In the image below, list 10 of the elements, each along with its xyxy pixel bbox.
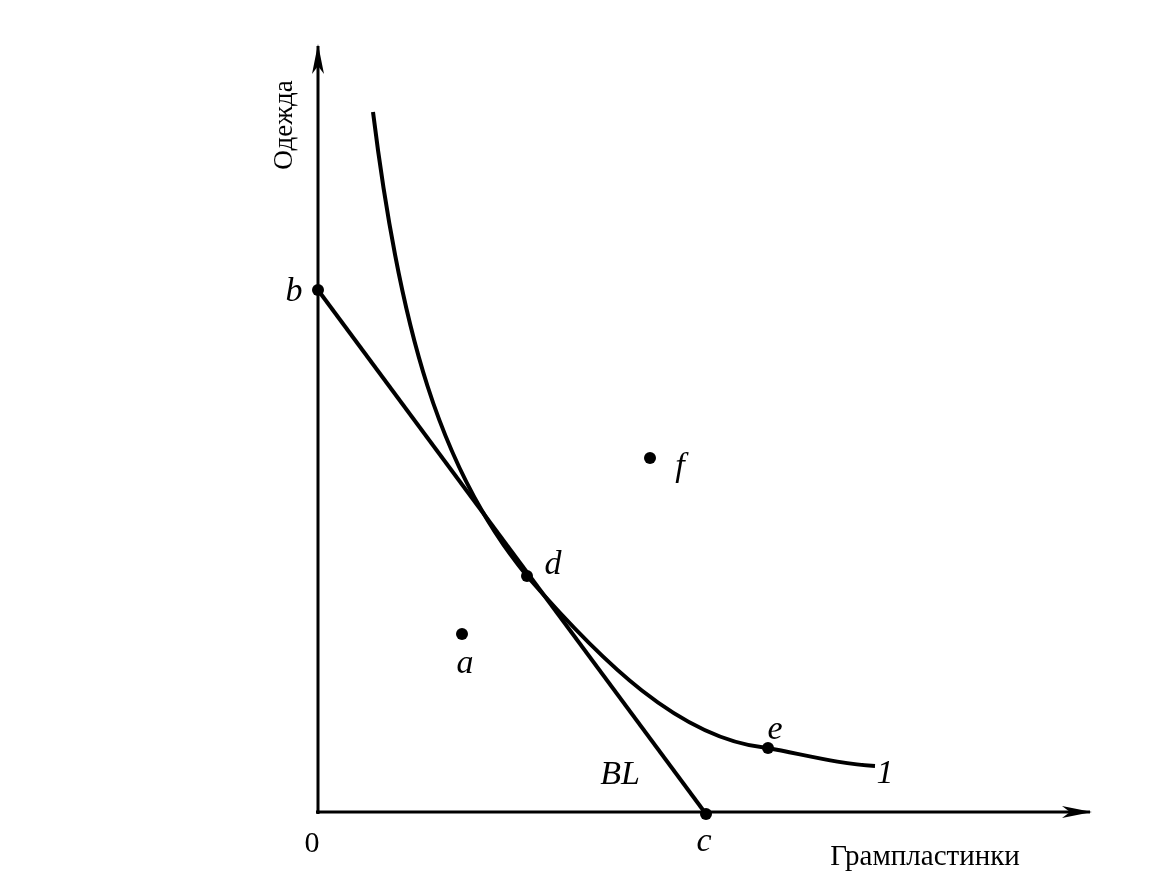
point-label: d [544,546,562,580]
point-label: a [456,645,474,679]
origin-label: 0 [304,827,320,857]
axis-label: Одежда [269,80,297,170]
line-label: BL [600,756,640,790]
axis-label: Грампластинки [830,840,1020,870]
point-label: e [767,711,783,745]
curve-label: 1 [876,755,894,789]
point-label: c [696,823,712,857]
point-label: b [285,273,303,307]
